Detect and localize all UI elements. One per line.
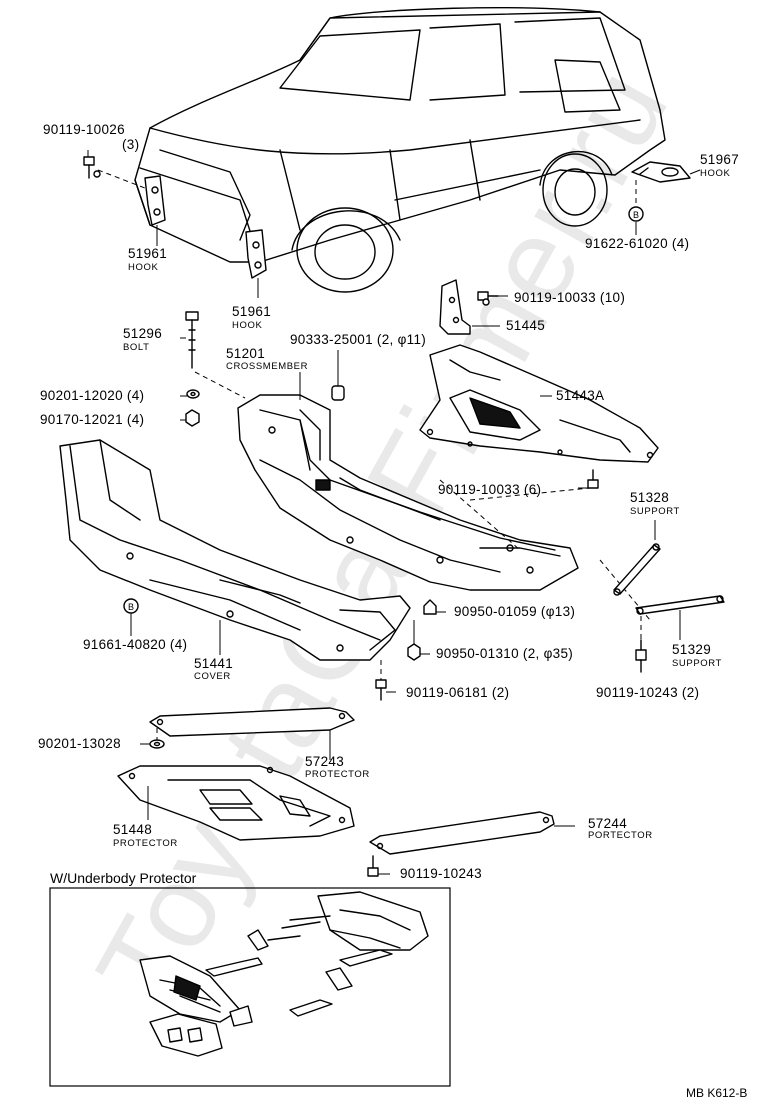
bolt-90119-10243 bbox=[367, 855, 379, 877]
support-51328 bbox=[613, 543, 661, 596]
svg-text:B: B bbox=[633, 210, 639, 220]
label-90119-10026-qty: (3) bbox=[122, 137, 140, 152]
label-90119-10033-10: 90119-10033 (10) bbox=[514, 290, 626, 305]
label-57244: 57244 bbox=[588, 816, 628, 831]
caption-51328: SUPPORT bbox=[630, 506, 680, 517]
caption-51201: CROSSMEMBER bbox=[226, 361, 309, 372]
label-90119-10243: 90119-10243 bbox=[400, 866, 482, 881]
crossmember-51201 bbox=[237, 394, 579, 591]
label-51445: 51445 bbox=[506, 318, 546, 333]
hook-51967-rear bbox=[631, 161, 691, 183]
label-90170-12021: 90170-12021 (4) bbox=[40, 412, 145, 427]
support-51329 bbox=[635, 595, 725, 615]
label-57243: 57243 bbox=[305, 754, 345, 769]
nut-90170-12021 bbox=[185, 409, 200, 427]
diagram-code: MB K612-B bbox=[686, 1086, 748, 1100]
label-91661-40820: 91661-40820 (4) bbox=[83, 637, 188, 652]
bolt-90119-10026 bbox=[83, 156, 101, 179]
bolt-91661-40820: B bbox=[123, 598, 139, 614]
bolt-90119-06181 bbox=[375, 679, 387, 701]
plug-90950-01310 bbox=[407, 643, 421, 661]
label-51201: 51201 bbox=[226, 346, 266, 361]
label-90201-13028: 90201-13028 bbox=[38, 736, 121, 751]
label-51967: 51967 bbox=[700, 152, 740, 167]
label-90201-12020: 90201-12020 (4) bbox=[40, 388, 145, 403]
cap-90333-25001 bbox=[331, 385, 345, 401]
label-90119-10026: 90119-10026 bbox=[43, 122, 125, 137]
label-51328: 51328 bbox=[630, 490, 670, 505]
station-wagon-body bbox=[134, 7, 666, 293]
label-51961-b: 51961 bbox=[232, 304, 272, 319]
inset-frame bbox=[49, 887, 451, 1087]
grommet-90950-01059 bbox=[423, 599, 437, 615]
hook-51961-front-b bbox=[245, 229, 267, 279]
washer-90201-12020 bbox=[186, 389, 200, 399]
caption-51329: SUPPORT bbox=[672, 658, 722, 669]
caption-57243: PROTECTOR bbox=[305, 769, 370, 780]
bolt-51296 bbox=[185, 311, 199, 369]
brace-51443A bbox=[419, 344, 659, 463]
caption-51961-a: HOOK bbox=[128, 262, 159, 273]
caption-51441: COVER bbox=[194, 671, 231, 682]
hook-51961-front-a bbox=[144, 175, 166, 226]
label-91622-61020: 91622-61020 (4) bbox=[585, 236, 690, 251]
label-90119-06181: 90119-06181 (2) bbox=[406, 685, 510, 700]
inset-exploded-view bbox=[139, 891, 429, 1057]
bolt-90119-10033-10 bbox=[477, 291, 499, 306]
label-90119-10033-6: 90119-10033 (6) bbox=[438, 482, 542, 497]
caption-51967: HOOK bbox=[700, 168, 731, 179]
label-51441: 51441 bbox=[194, 656, 234, 671]
protector-57244 bbox=[369, 811, 555, 855]
caption-51961-b: HOOK bbox=[232, 320, 263, 331]
svg-text:B: B bbox=[128, 602, 134, 612]
protector-51448 bbox=[117, 765, 355, 841]
bolt-90119-10033-6 bbox=[587, 469, 599, 489]
bolt-90119-10243-2 bbox=[635, 639, 647, 673]
caption-57244: PORTECTOR bbox=[588, 830, 653, 841]
protector-57243 bbox=[149, 707, 355, 737]
label-51448: 51448 bbox=[113, 822, 153, 837]
caption-51448: PROTECTOR bbox=[113, 838, 178, 849]
section-title: W/Underbody Protector bbox=[50, 870, 197, 886]
label-90119-10243-2: 90119-10243 (2) bbox=[596, 685, 700, 700]
label-90333-25001: 90333-25001 (2, φ11) bbox=[290, 332, 427, 347]
label-90950-01310: 90950-01310 (2, φ35) bbox=[436, 646, 574, 661]
label-51329: 51329 bbox=[672, 642, 712, 657]
cover-51441 bbox=[59, 439, 411, 661]
bolt-91622-61020: B bbox=[628, 206, 644, 222]
label-90950-01059: 90950-01059 (φ13) bbox=[454, 604, 576, 619]
label-51961-a: 51961 bbox=[128, 246, 168, 261]
washer-90201-13028 bbox=[149, 739, 165, 749]
label-51443A: 51443A bbox=[556, 388, 605, 403]
bracket-51445 bbox=[439, 279, 471, 335]
label-51296: 51296 bbox=[123, 326, 163, 341]
caption-51296: BOLT bbox=[123, 342, 150, 353]
